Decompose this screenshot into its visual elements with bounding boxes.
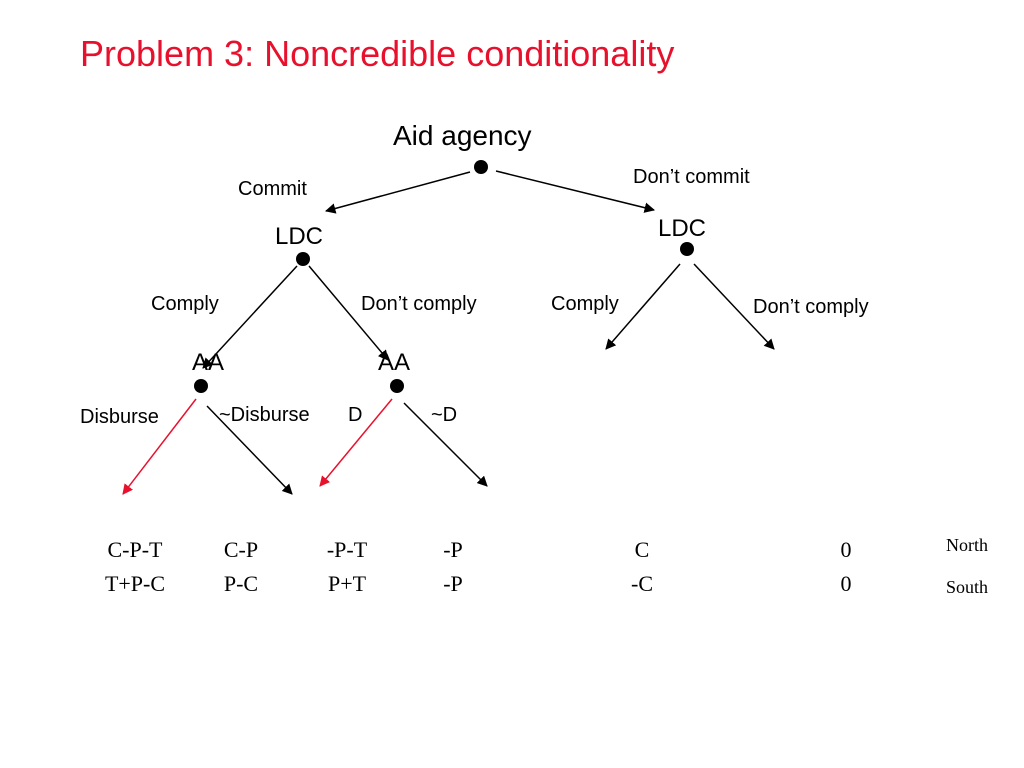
ldc-left-label: LDC bbox=[275, 223, 323, 250]
payoff-north-4: -P bbox=[443, 537, 463, 562]
comply-right-label: Comply bbox=[551, 293, 619, 315]
branch-not-disburse bbox=[206, 405, 293, 495]
d-label: D bbox=[348, 404, 362, 426]
branch-dont-commit bbox=[495, 170, 656, 213]
not-d-label: ~D bbox=[431, 404, 457, 426]
payoffs-north-row: C-P-T C-P -P-T -P C 0 bbox=[108, 537, 852, 562]
branch-disburse bbox=[122, 398, 197, 495]
aa-right-label: AA bbox=[378, 349, 410, 376]
disburse-label: Disburse bbox=[80, 406, 159, 428]
payoff-north-3: -P-T bbox=[327, 537, 368, 562]
root-player-label: Aid agency bbox=[393, 120, 532, 151]
dont-comply-left-label: Don’t comply bbox=[361, 293, 477, 315]
dont-commit-label: Don’t commit bbox=[633, 166, 750, 188]
north-row-label: North bbox=[946, 535, 988, 555]
dont-comply-right-label: Don’t comply bbox=[753, 296, 869, 318]
payoff-north-1: C-P-T bbox=[108, 537, 164, 562]
payoff-north-2: C-P bbox=[224, 537, 258, 562]
aa-right-node bbox=[390, 379, 404, 393]
branch-not-d bbox=[403, 402, 488, 487]
payoff-south-6: 0 bbox=[841, 571, 852, 596]
branch-comply-right bbox=[605, 263, 681, 350]
branch-d bbox=[319, 398, 393, 487]
comply-left-label: Comply bbox=[151, 293, 219, 315]
branch-comply-left bbox=[202, 265, 298, 369]
aa-left-label: AA bbox=[192, 349, 224, 376]
payoff-south-5: -C bbox=[631, 571, 653, 596]
payoff-north-6: 0 bbox=[841, 537, 852, 562]
not-disburse-label: ~Disburse bbox=[219, 404, 310, 426]
branch-dont-comply-left bbox=[308, 265, 389, 361]
south-row-label: South bbox=[946, 577, 988, 597]
ldc-right-node bbox=[680, 242, 694, 256]
payoff-south-3: P+T bbox=[328, 571, 367, 596]
payoff-south-2: P-C bbox=[224, 571, 258, 596]
payoff-south-1: T+P-C bbox=[105, 571, 165, 596]
branch-dont-comply-right bbox=[693, 263, 775, 350]
page-title: Problem 3: Noncredible conditionality bbox=[80, 33, 675, 74]
aa-left-node bbox=[194, 379, 208, 393]
payoffs-south-row: T+P-C P-C P+T -P -C 0 bbox=[105, 571, 852, 596]
payoff-south-4: -P bbox=[443, 571, 463, 596]
commit-label: Commit bbox=[238, 178, 307, 200]
payoff-north-5: C bbox=[635, 537, 650, 562]
ldc-right-label: LDC bbox=[658, 215, 706, 242]
branch-commit bbox=[324, 171, 471, 214]
ldc-left-node bbox=[296, 252, 310, 266]
root-node bbox=[474, 160, 488, 174]
